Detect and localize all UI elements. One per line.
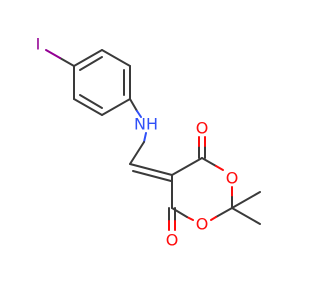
c-i-bond-iodine-half (45, 49, 61, 59)
ring-oxygen-bottom-label: O (196, 215, 209, 234)
c-i-bond (59, 57, 75, 67)
ring-bond (101, 98, 131, 116)
carbonyl-oxygen-top-label: O (196, 119, 209, 138)
ring-double-bond (79, 94, 103, 109)
ring-bond-oxygen-half (186, 216, 194, 221)
ring-bond-oxygen-half (215, 165, 224, 171)
nh-label: NH (134, 115, 158, 134)
ring-bond (101, 49, 131, 67)
n-ch-bond (129, 141, 145, 165)
carbonyl-oxygen-bottom-label: O (166, 231, 179, 250)
ring-bond (73, 49, 103, 67)
dioxane-ring (171, 157, 233, 221)
ring-oxygen-right-label: O (226, 169, 239, 188)
iodine-label: I (36, 35, 41, 54)
ring-bond (201, 157, 217, 167)
ring-double-bond (79, 56, 103, 71)
iodophenyl-ring (73, 49, 131, 116)
n-ch-bond-nitrogen-half (143, 132, 147, 143)
aryl-n-bond-nitrogen-half (136, 110, 142, 118)
exocyclic-double-bond (129, 163, 173, 176)
methyl-bond (231, 191, 261, 209)
ring-bond-oxygen-half (210, 216, 217, 221)
aryl-n-bond (129, 98, 138, 112)
ring-bond (215, 207, 233, 218)
ring-bond (73, 98, 103, 116)
exocyclic-double-bond-inner (132, 170, 172, 182)
molecule-structure: I NH O O O O (35, 34, 261, 250)
ring-bond (171, 157, 203, 176)
methyl-bond (231, 207, 261, 225)
